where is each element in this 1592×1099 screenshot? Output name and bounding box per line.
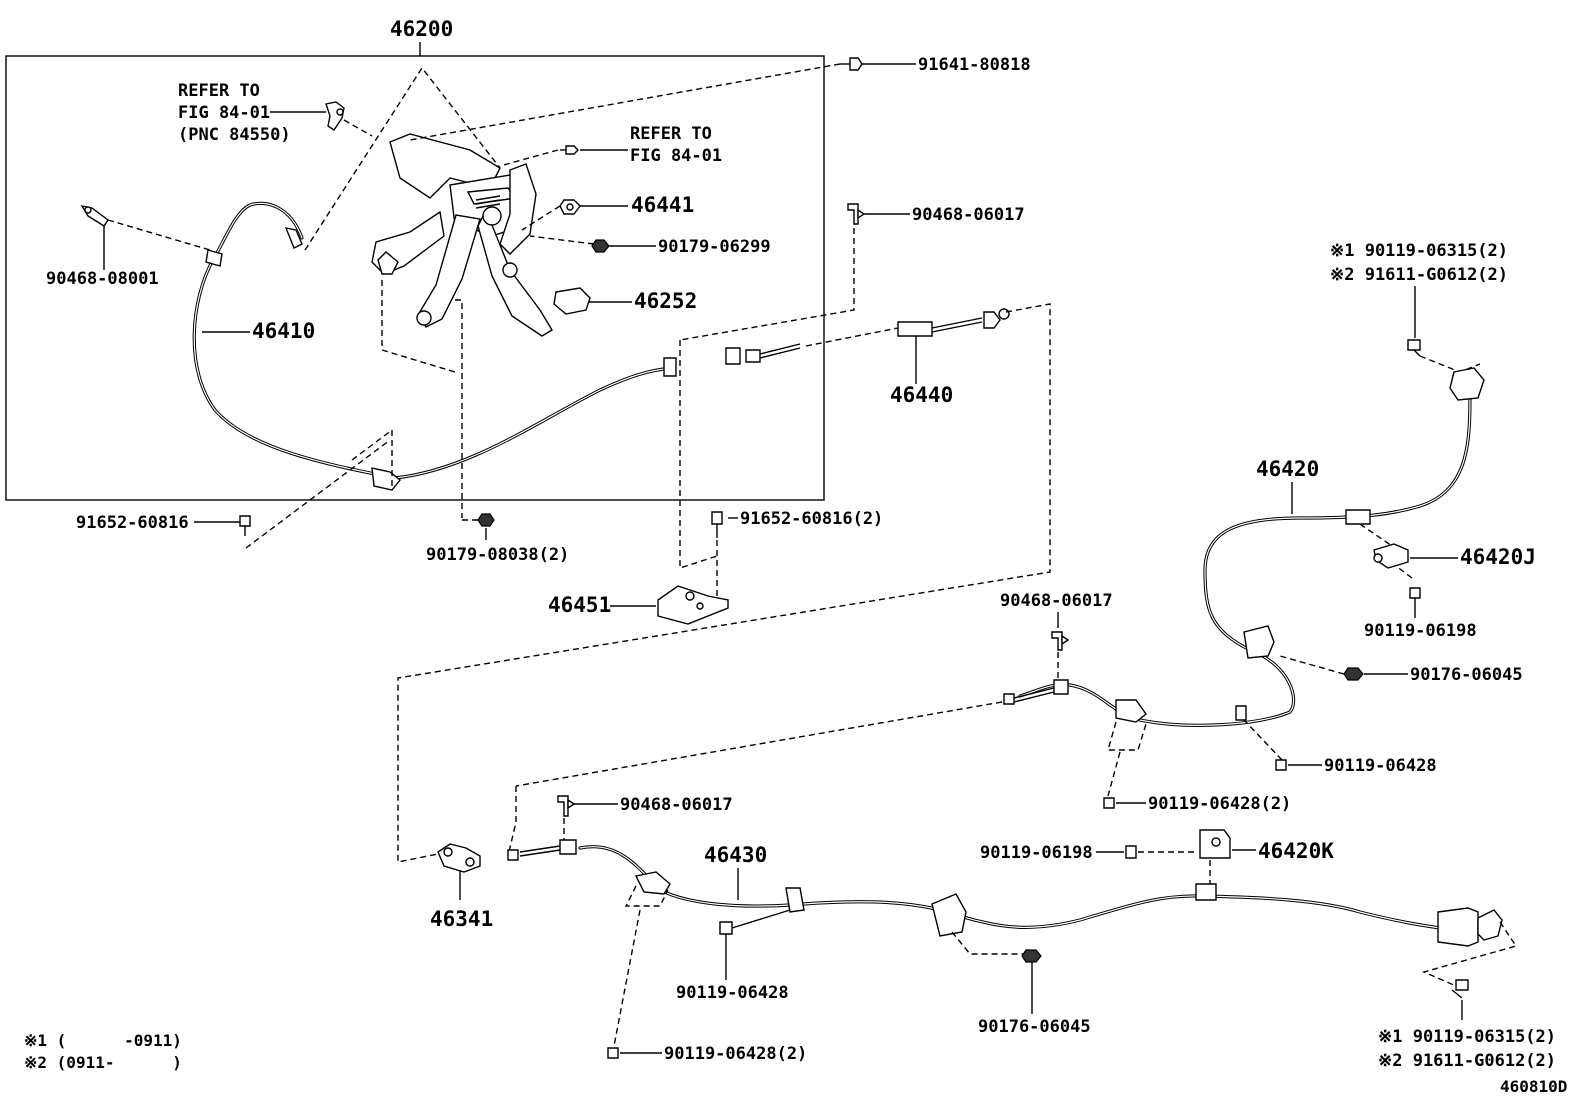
parking-brake-pedal-assembly [371, 133, 553, 337]
rear-cable-46430 [507, 839, 1503, 947]
bolt-90119-06428-2-middle-part [1103, 797, 1115, 809]
legend-variant-2: ※2 (0911- ) [24, 1053, 182, 1072]
bracket-46420k-part [1199, 829, 1231, 859]
part-label-90119-06428-2-bottom[interactable]: 90119-06428(2) [664, 1044, 807, 1064]
bolt-90119-06198-lower-part [1125, 845, 1137, 859]
equalizer-46440-part [897, 308, 1010, 337]
part-label-46430[interactable]: 46430 [704, 843, 767, 867]
part-label-46420[interactable]: 46420 [1256, 457, 1319, 481]
refer-fig-84-01-note-line2[interactable]: FIG 84-01 [630, 146, 722, 166]
small-screw-part [560, 145, 579, 155]
part-label-46420k[interactable]: 46420K [1258, 839, 1334, 863]
top-variant-note-2[interactable]: ※2 91611-G0612(2) [1330, 265, 1508, 285]
figure-id: 460810D [1500, 1077, 1567, 1096]
bottom-variant-note-2[interactable]: ※2 91611-G0612(2) [1378, 1051, 1556, 1071]
nut-46441-part [559, 199, 581, 215]
part-label-90119-06198-lower[interactable]: 90119-06198 [980, 843, 1093, 863]
part-label-91641-80818[interactable]: 91641-80818 [918, 55, 1031, 75]
part-label-90179-08038-2[interactable]: 90179-08038(2) [426, 545, 569, 565]
bolt-90119-06315-bottom-part [1451, 979, 1469, 999]
part-label-46341[interactable]: 46341 [430, 907, 493, 931]
part-label-90468-08001[interactable]: 90468-08001 [46, 269, 159, 289]
part-label-90119-06198-upper[interactable]: 90119-06198 [1364, 621, 1477, 641]
part-label-90468-06017-upper[interactable]: 90468-06017 [912, 205, 1025, 225]
bracket-46451-part [657, 585, 729, 625]
part-label-46441[interactable]: 46441 [631, 193, 694, 217]
switch-clip-part [325, 101, 345, 131]
refer-fig-84-01-pnc-note[interactable]: REFER TO [178, 81, 260, 101]
refer-fig-84-01-note[interactable]: REFER TO [630, 124, 712, 144]
bracket-46341-part [437, 843, 481, 873]
bolt-90119-06315-top-part [1407, 339, 1421, 357]
clip-90468-08001-part [80, 205, 109, 227]
nut-90176-lower-part [1021, 949, 1042, 963]
assembly-frame [5, 55, 825, 501]
nut-90176-upper-part [1343, 667, 1364, 681]
bolt-91652-right-part [711, 511, 723, 538]
pedal-pad-46252-part [553, 287, 591, 315]
clamp-46420j-part [1373, 543, 1409, 569]
part-label-90468-06017-lower[interactable]: 90468-06017 [620, 795, 733, 815]
clip-90468-lower-part [557, 795, 576, 817]
nut-90179-part [591, 239, 610, 253]
part-label-90119-06428-lower[interactable]: 90119-06428 [676, 983, 789, 1003]
bolt-90119-06428-upper-part [1275, 759, 1287, 771]
part-label-90119-06428-upper[interactable]: 90119-06428 [1324, 756, 1437, 776]
top-variant-note-1[interactable]: ※1 90119-06315(2) [1330, 241, 1508, 261]
part-label-91652-60816-2[interactable]: 91652-60816(2) [740, 509, 883, 529]
legend-variant-1: ※1 ( -0911) [24, 1031, 182, 1050]
refer-fig-84-01-pnc-note-line2[interactable]: FIG 84-01 [178, 103, 270, 123]
clip-90468-middle-part [1051, 631, 1070, 651]
clip-90468-upper-part [847, 203, 866, 225]
part-label-90179-06299[interactable]: 90179-06299 [658, 237, 771, 257]
nut-90179-08038-part [477, 513, 495, 527]
part-label-90176-06045-upper[interactable]: 90176-06045 [1410, 665, 1523, 685]
part-label-46420j[interactable]: 46420J [1460, 545, 1536, 569]
part-label-91652-60816[interactable]: 91652-60816 [76, 513, 189, 533]
bolt-90119-06428-lower-part [719, 909, 791, 935]
rear-cable-46420 [1003, 367, 1485, 727]
part-label-46200[interactable]: 46200 [390, 17, 453, 41]
bolt-90119-06428-2-bottom-part [607, 1047, 619, 1059]
refer-fig-84-01-pnc-note-line3[interactable]: (PNC 84550) [178, 125, 291, 145]
bottom-variant-note-1[interactable]: ※1 90119-06315(2) [1378, 1027, 1556, 1047]
part-label-46440[interactable]: 46440 [890, 383, 953, 407]
front-cable-46410 [192, 201, 801, 491]
bolt-91652-left-part [239, 515, 251, 536]
part-label-90468-06017-middle[interactable]: 90468-06017 [1000, 591, 1113, 611]
part-label-46451[interactable]: 46451 [548, 593, 611, 617]
bolt-90119-06198-upper-part [1409, 587, 1421, 599]
part-label-90176-06045-lower[interactable]: 90176-06045 [978, 1017, 1091, 1037]
bolt-91641-part [840, 57, 863, 71]
part-label-90119-06428-2-middle[interactable]: 90119-06428(2) [1148, 794, 1291, 814]
part-label-46410[interactable]: 46410 [252, 319, 315, 343]
part-label-46252[interactable]: 46252 [634, 289, 697, 313]
